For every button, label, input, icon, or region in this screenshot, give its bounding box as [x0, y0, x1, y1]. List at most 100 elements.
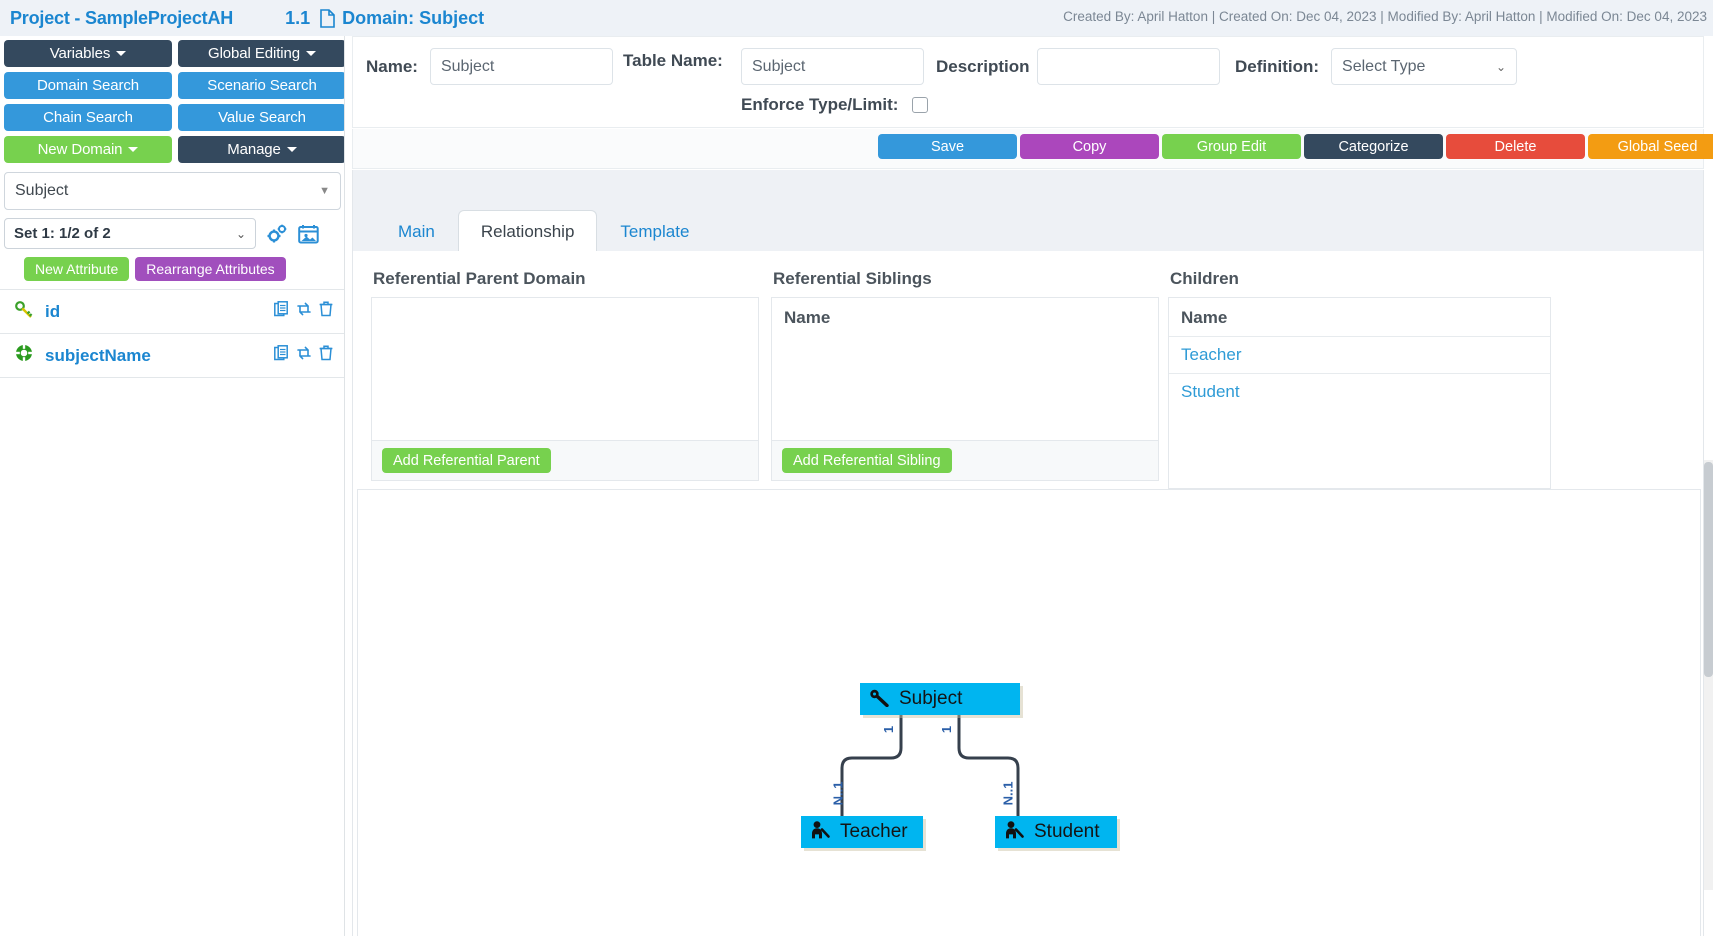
sidebar-button-label: Chain Search — [43, 109, 133, 126]
exchange-icon[interactable] — [296, 345, 312, 366]
list-item[interactable]: Student — [1181, 382, 1240, 401]
trash-icon[interactable] — [319, 345, 333, 366]
categorize-button[interactable]: Categorize — [1304, 134, 1443, 159]
table-name-input[interactable]: Subject — [741, 48, 924, 85]
sidebar-button-variables[interactable]: Variables — [4, 40, 172, 67]
copy-button[interactable]: Copy — [1020, 134, 1159, 159]
sidebar-button-scenario-search[interactable]: Scenario Search — [178, 72, 346, 99]
definition-select[interactable]: Select Type ⌄ — [1331, 48, 1518, 85]
enforce-group: Enforce Type/Limit: — [741, 95, 929, 115]
delete-button[interactable]: Delete — [1446, 134, 1585, 159]
rearrange-attributes-button[interactable]: Rearrange Attributes — [135, 257, 286, 281]
chevron-down-icon: ⌄ — [235, 226, 246, 241]
calendar-image-icon[interactable] — [298, 224, 319, 244]
referential-parent-column: Referential Parent Domain Add Referentia… — [371, 269, 759, 481]
chevron-down-icon — [128, 147, 139, 152]
definition-group: Definition: Select Type ⌄ — [1235, 48, 1518, 85]
trash-icon[interactable] — [319, 301, 333, 322]
global-seed-button[interactable]: Global Seed — [1588, 134, 1713, 159]
delete-label: Delete — [1494, 138, 1537, 155]
sidebar-button-label: Domain Search — [36, 77, 140, 94]
copy-document-icon[interactable] — [274, 301, 289, 322]
children-box: Name Teacher Student — [1168, 297, 1551, 489]
group-edit-button[interactable]: Group Edit — [1162, 134, 1301, 159]
copy-document-icon[interactable] — [274, 345, 289, 366]
action-buttons: Save Copy Group Edit Categorize Delete G… — [878, 134, 1713, 159]
domain-selector[interactable]: Subject ▼ — [4, 172, 341, 210]
new-attribute-button[interactable]: New Attribute — [24, 257, 130, 281]
key-icon — [14, 299, 34, 324]
diagram-node-subject[interactable]: Subject — [860, 683, 1020, 715]
attribute-set-value: Set 1: 1/2 of 2 — [14, 225, 111, 242]
person-key-icon — [1003, 820, 1025, 845]
tab-strip: Main Relationship Template — [375, 208, 712, 253]
referential-siblings-footer: Add Referential Sibling — [771, 441, 1159, 481]
children-title: Children — [1170, 269, 1239, 288]
enforce-type-limit-checkbox[interactable] — [912, 97, 929, 113]
sidebar-button-value-search[interactable]: Value Search — [178, 104, 346, 131]
tab-template[interactable]: Template — [597, 210, 712, 253]
green-circle-icon — [14, 343, 34, 368]
tab-relationship[interactable]: Relationship — [457, 210, 598, 253]
referential-parent-title: Referential Parent Domain — [373, 269, 586, 288]
siblings-column-header: Name — [784, 308, 831, 327]
exchange-icon[interactable] — [296, 301, 312, 322]
chevron-down-icon — [286, 147, 297, 152]
document-icon — [320, 8, 335, 28]
attribute-row-icons — [274, 301, 333, 322]
action-bar: Save Copy Group Edit Categorize Delete G… — [352, 129, 1713, 169]
tab-main[interactable]: Main — [375, 210, 458, 253]
relationship-diagram[interactable]: Subject Teacher Student 1 1 N..1 — [357, 489, 1701, 936]
diagram-node-student[interactable]: Student — [995, 816, 1117, 848]
definition-selected-value: Select Type — [1342, 57, 1426, 75]
diagram-connectors — [840, 713, 1020, 818]
cardinality-label: 1 — [881, 725, 897, 734]
referential-siblings-box: Name — [771, 297, 1159, 441]
main-panel: Name: Subject Table Name: Subject Enforc… — [345, 36, 1713, 936]
sidebar-button-manage[interactable]: Manage — [178, 136, 346, 163]
attribute-list: id — [0, 289, 345, 378]
page-scrollbar-thumb[interactable] — [1704, 462, 1713, 677]
tab-label: Template — [620, 222, 690, 241]
diagram-node-teacher[interactable]: Teacher — [801, 816, 923, 848]
sidebar-button-label: Manage — [227, 141, 281, 158]
record-metadata: Created By: April Hatton | Created On: D… — [1063, 9, 1707, 24]
sidebar-button-label: Value Search — [218, 109, 306, 126]
enforce-type-limit-label: Enforce Type/Limit: — [741, 95, 899, 114]
sidebar-button-grid: Variables Global Editing Domain Search S… — [0, 36, 346, 163]
name-input[interactable]: Subject — [429, 48, 613, 85]
attribute-name[interactable]: subjectName — [45, 345, 151, 365]
add-referential-sibling-button[interactable]: Add Referential Sibling — [782, 448, 952, 473]
save-button[interactable]: Save — [878, 134, 1017, 159]
person-key-icon — [809, 820, 831, 845]
attribute-set-selector[interactable]: Set 1: 1/2 of 2 ⌄ — [4, 218, 256, 249]
children-column: Children Name Teacher Student — [1168, 269, 1551, 489]
sidebar-button-label: New Domain — [37, 141, 123, 158]
attribute-set-row: Set 1: 1/2 of 2 ⌄ — [0, 210, 345, 249]
sidebar-divider — [344, 36, 345, 936]
sidebar-button-label: Scenario Search — [207, 77, 317, 94]
list-item[interactable]: Teacher — [1169, 337, 1550, 374]
gears-icon[interactable] — [266, 224, 288, 244]
add-referential-sibling-label: Add Referential Sibling — [793, 452, 941, 469]
list-item[interactable]: subjectName — [0, 334, 345, 378]
tab-label: Main — [398, 222, 435, 241]
description-input[interactable] — [1036, 48, 1220, 85]
list-item[interactable]: id — [0, 290, 345, 334]
cardinality-label: 1 — [939, 725, 955, 734]
version-number: 1.1 — [285, 7, 311, 28]
domain-selector-value: Subject — [15, 182, 69, 199]
cardinality-label: N..1 — [830, 781, 846, 806]
name-label: Name: — [366, 56, 418, 76]
sidebar-button-global-editing[interactable]: Global Editing — [178, 40, 346, 67]
project-title: Project - SampleProjectAH — [10, 7, 234, 28]
sidebar-button-new-domain[interactable]: New Domain — [4, 136, 172, 163]
save-label: Save — [930, 138, 965, 155]
new-attribute-label: New Attribute — [35, 261, 119, 277]
diagram-node-label: Teacher — [840, 821, 908, 842]
domain-form: Name: Subject Table Name: Subject Enforc… — [352, 36, 1704, 128]
sidebar-button-chain-search[interactable]: Chain Search — [4, 104, 172, 131]
add-referential-parent-button[interactable]: Add Referential Parent — [382, 448, 551, 473]
attribute-name[interactable]: id — [45, 301, 61, 321]
sidebar-button-domain-search[interactable]: Domain Search — [4, 72, 172, 99]
